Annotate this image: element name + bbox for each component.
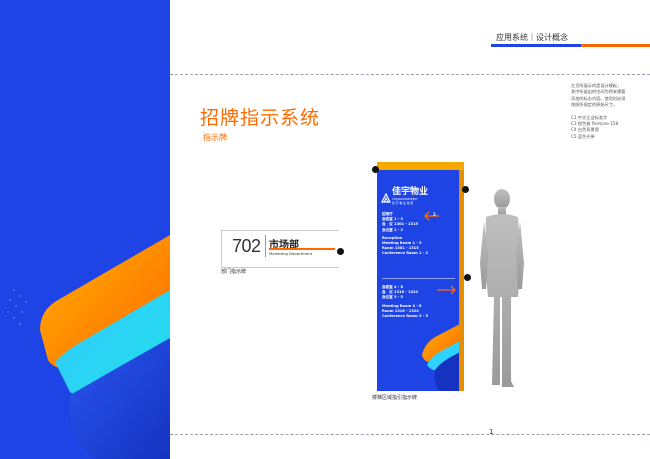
design-notes: 左页所展示的是设计模板， 其中所留出的空间为将来需要 添加的标志内容。使用时必须… [571,83,643,140]
totem-line: 会客室 4 - 8 [382,285,404,289]
callout-dot [337,248,344,255]
left-decor-graphic [0,0,170,459]
header-blue-bar [491,44,581,47]
door-number: 702 [232,236,261,256]
company-logo-icon [381,192,391,203]
totem-line: 会议室 3 - 5 [382,295,404,300]
door-dept-name: 市场部 [269,240,299,251]
totem-line: 会客室 1 - 3 [382,217,404,222]
totem-logo-en: CHIJIAN PROPERTY [392,197,418,201]
totem-logo-sub: 佳 宇 物 业 集 团 [392,201,414,205]
totem-line: Room 1301 - 1315 [382,246,419,251]
spec-line: C1 中文企业标准字 [571,114,608,120]
totem-line: 招待厅 [382,212,393,216]
totem-caption: 楼梯区域指引指示牌 [372,395,418,401]
door-dept-name-en: Marketing Department [269,251,313,256]
callout-dot [462,186,469,193]
totem-graphic [422,211,460,391]
spec-line: C4 白色背景墙 [571,127,599,133]
page-subtitle: 指示牌 [203,133,227,142]
totem-line: 会 议 1316 - 1324 [382,290,419,295]
spec-line: C3 橙色香 Pantone 158 [571,121,619,127]
callout-dot [464,274,471,281]
totem-line: Meeting Room 4 - 8 [382,303,422,308]
totem-cap [377,162,464,171]
totem-line: Conference Room 3 - 5 [382,314,428,319]
note-line: 添加的标志内容。使用时必须 [571,95,626,101]
totem-line: 会 议 1301 - 1315 [382,222,419,227]
page-number: 1 [489,428,494,436]
totem-side-edge [459,170,464,391]
door-orange-line [269,248,335,250]
door-sign-caption: 部门指示牌 [221,269,247,275]
header-orange-bar [581,44,650,47]
totem-logo-cn: 佳宇物业 [392,187,429,197]
callout-dot [372,166,379,173]
door-divider [265,235,266,257]
human-silhouette [480,189,524,387]
totem-group-1: 招待厅 会客室 1 - 3 会 议 1301 - 1315 会议室 1 - 2 … [382,212,428,257]
note-line: 其中所留出的空间为将来需要 [571,89,626,95]
totem-line: Room 1316 - 1324 [382,308,419,313]
note-line: 按照所规定的原始尺寸。 [571,102,618,108]
spec-line: C5 蓝色光带 [571,133,595,139]
totem-divider [382,278,455,279]
totem-line: 会议室 1 - 2 [382,227,404,232]
totem-line: Reception [382,235,403,240]
note-line: 左页所展示的是设计模板， [571,83,622,88]
page-title: 招牌指示系统 [200,107,321,129]
left-decor-panel [0,0,170,459]
totem-floor-number: 2 [433,212,436,217]
totem-line: Meeting Room 1 - 3 [382,241,422,246]
totem-logo [381,188,391,207]
totem-sign: 佳宇物业 CHIJIAN PROPERTY 佳 宇 物 业 集 团 2 招待厅 … [377,170,460,391]
top-guide-line [170,74,650,75]
bottom-guide-line [170,434,650,435]
totem-line: Conference Room 1 - 2 [382,251,428,256]
totem-group-2: 会客室 4 - 8 会 议 1316 - 1324 会议室 3 - 5 Meet… [382,285,428,319]
header-title: 应用系统｜设计概念 [496,33,568,42]
